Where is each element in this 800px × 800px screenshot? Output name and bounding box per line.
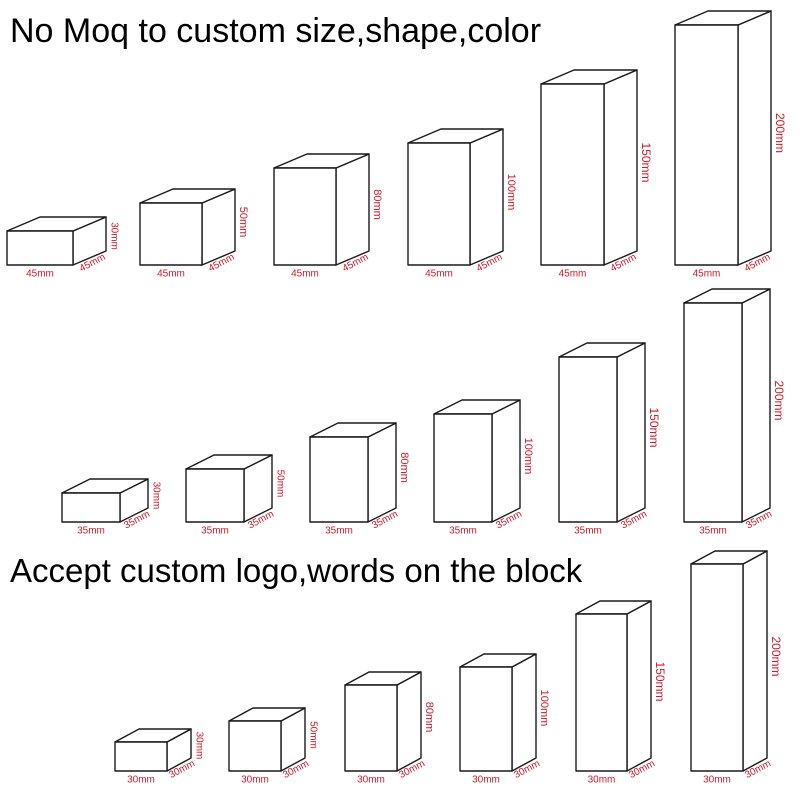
block-height-label: 150mm — [639, 142, 653, 182]
block-width-label: 35mm — [574, 526, 602, 537]
block-width-label: 30mm — [357, 775, 385, 786]
block-front-face — [459, 666, 513, 772]
block-width-label: 30mm — [472, 775, 500, 786]
block-width-label: 30mm — [127, 775, 155, 786]
block-front-face — [228, 720, 282, 772]
block-width-label: 35mm — [201, 526, 229, 537]
block-front-face — [6, 230, 74, 266]
block-width-label: 30mm — [588, 775, 616, 786]
block-width-label: 30mm — [703, 775, 731, 786]
block-side-face — [396, 671, 422, 772]
block-height-label: 100mm — [522, 438, 534, 475]
block-side-face — [741, 288, 771, 523]
block-height-label: 30mm — [108, 222, 119, 250]
block-width-label: 45mm — [26, 269, 54, 280]
headline-bottom: Accept custom logo,words on the block — [10, 552, 583, 589]
block-side-face — [511, 653, 537, 772]
block-width-label: 45mm — [693, 269, 721, 280]
block-height-label: 200mm — [772, 380, 786, 420]
block-side-face — [491, 399, 521, 523]
block-width-label: 35mm — [325, 526, 353, 537]
block-height-label: 80mm — [398, 452, 410, 483]
block-front-face — [683, 302, 743, 523]
block-height-label: 100mm — [505, 174, 517, 211]
block-height-label: 50mm — [274, 470, 285, 498]
block-height-label: 100mm — [538, 690, 550, 727]
block-front-face — [407, 142, 471, 266]
block-side-face — [742, 550, 768, 772]
block-height-label: 50mm — [307, 721, 318, 749]
block-height-label: 30mm — [150, 482, 161, 510]
block-height-label: 200mm — [773, 113, 787, 153]
block-side-face — [616, 342, 646, 523]
block-height-label: 80mm — [423, 702, 435, 733]
block-width-label: 45mm — [559, 269, 587, 280]
block-width-label: 45mm — [425, 269, 453, 280]
block-width-label: 35mm — [77, 526, 105, 537]
block-side-face — [737, 10, 772, 266]
block-height-label: 80mm — [371, 189, 383, 220]
block-width-label: 45mm — [157, 269, 185, 280]
block-front-face — [575, 613, 628, 772]
block-front-face — [309, 436, 369, 523]
block-front-face — [690, 563, 744, 772]
block-height-label: 200mm — [769, 636, 783, 676]
block-width-label: 30mm — [241, 775, 269, 786]
block-front-face — [139, 202, 203, 266]
block-width-label: 35mm — [449, 526, 477, 537]
block-side-face — [626, 600, 652, 772]
block-row-45mm: 30mm 45mm 45mm 50mm 45mm 45mm 80mm 45mm 45mm 100m… — [6, 10, 787, 280]
block-front-face — [433, 413, 493, 523]
block-front-face — [273, 167, 337, 266]
block-front-face — [540, 83, 605, 266]
block-front-face — [114, 741, 168, 772]
block-height-label: 150mm — [653, 661, 667, 701]
block-height-label: 150mm — [647, 407, 661, 447]
block-front-face — [674, 24, 739, 266]
block-front-face — [344, 684, 398, 772]
block-height-label: 50mm — [237, 207, 249, 238]
block-side-face — [335, 153, 370, 266]
block-side-face — [367, 422, 397, 523]
block-front-face — [558, 356, 618, 523]
headline-top: No Moq to custom size,shape,color — [10, 12, 542, 50]
block-width-label: 35mm — [699, 526, 727, 537]
block-side-face — [603, 69, 638, 266]
block-front-face — [185, 468, 245, 523]
block-width-label: 45mm — [291, 269, 319, 280]
block-row-35mm: 30mm 35mm 35mm 50mm 35mm 35mm 80mm 35mm 35mm 100m… — [61, 288, 786, 537]
block-height-label: 30mm — [193, 732, 204, 760]
block-front-face — [61, 492, 121, 523]
block-side-face — [469, 128, 504, 266]
